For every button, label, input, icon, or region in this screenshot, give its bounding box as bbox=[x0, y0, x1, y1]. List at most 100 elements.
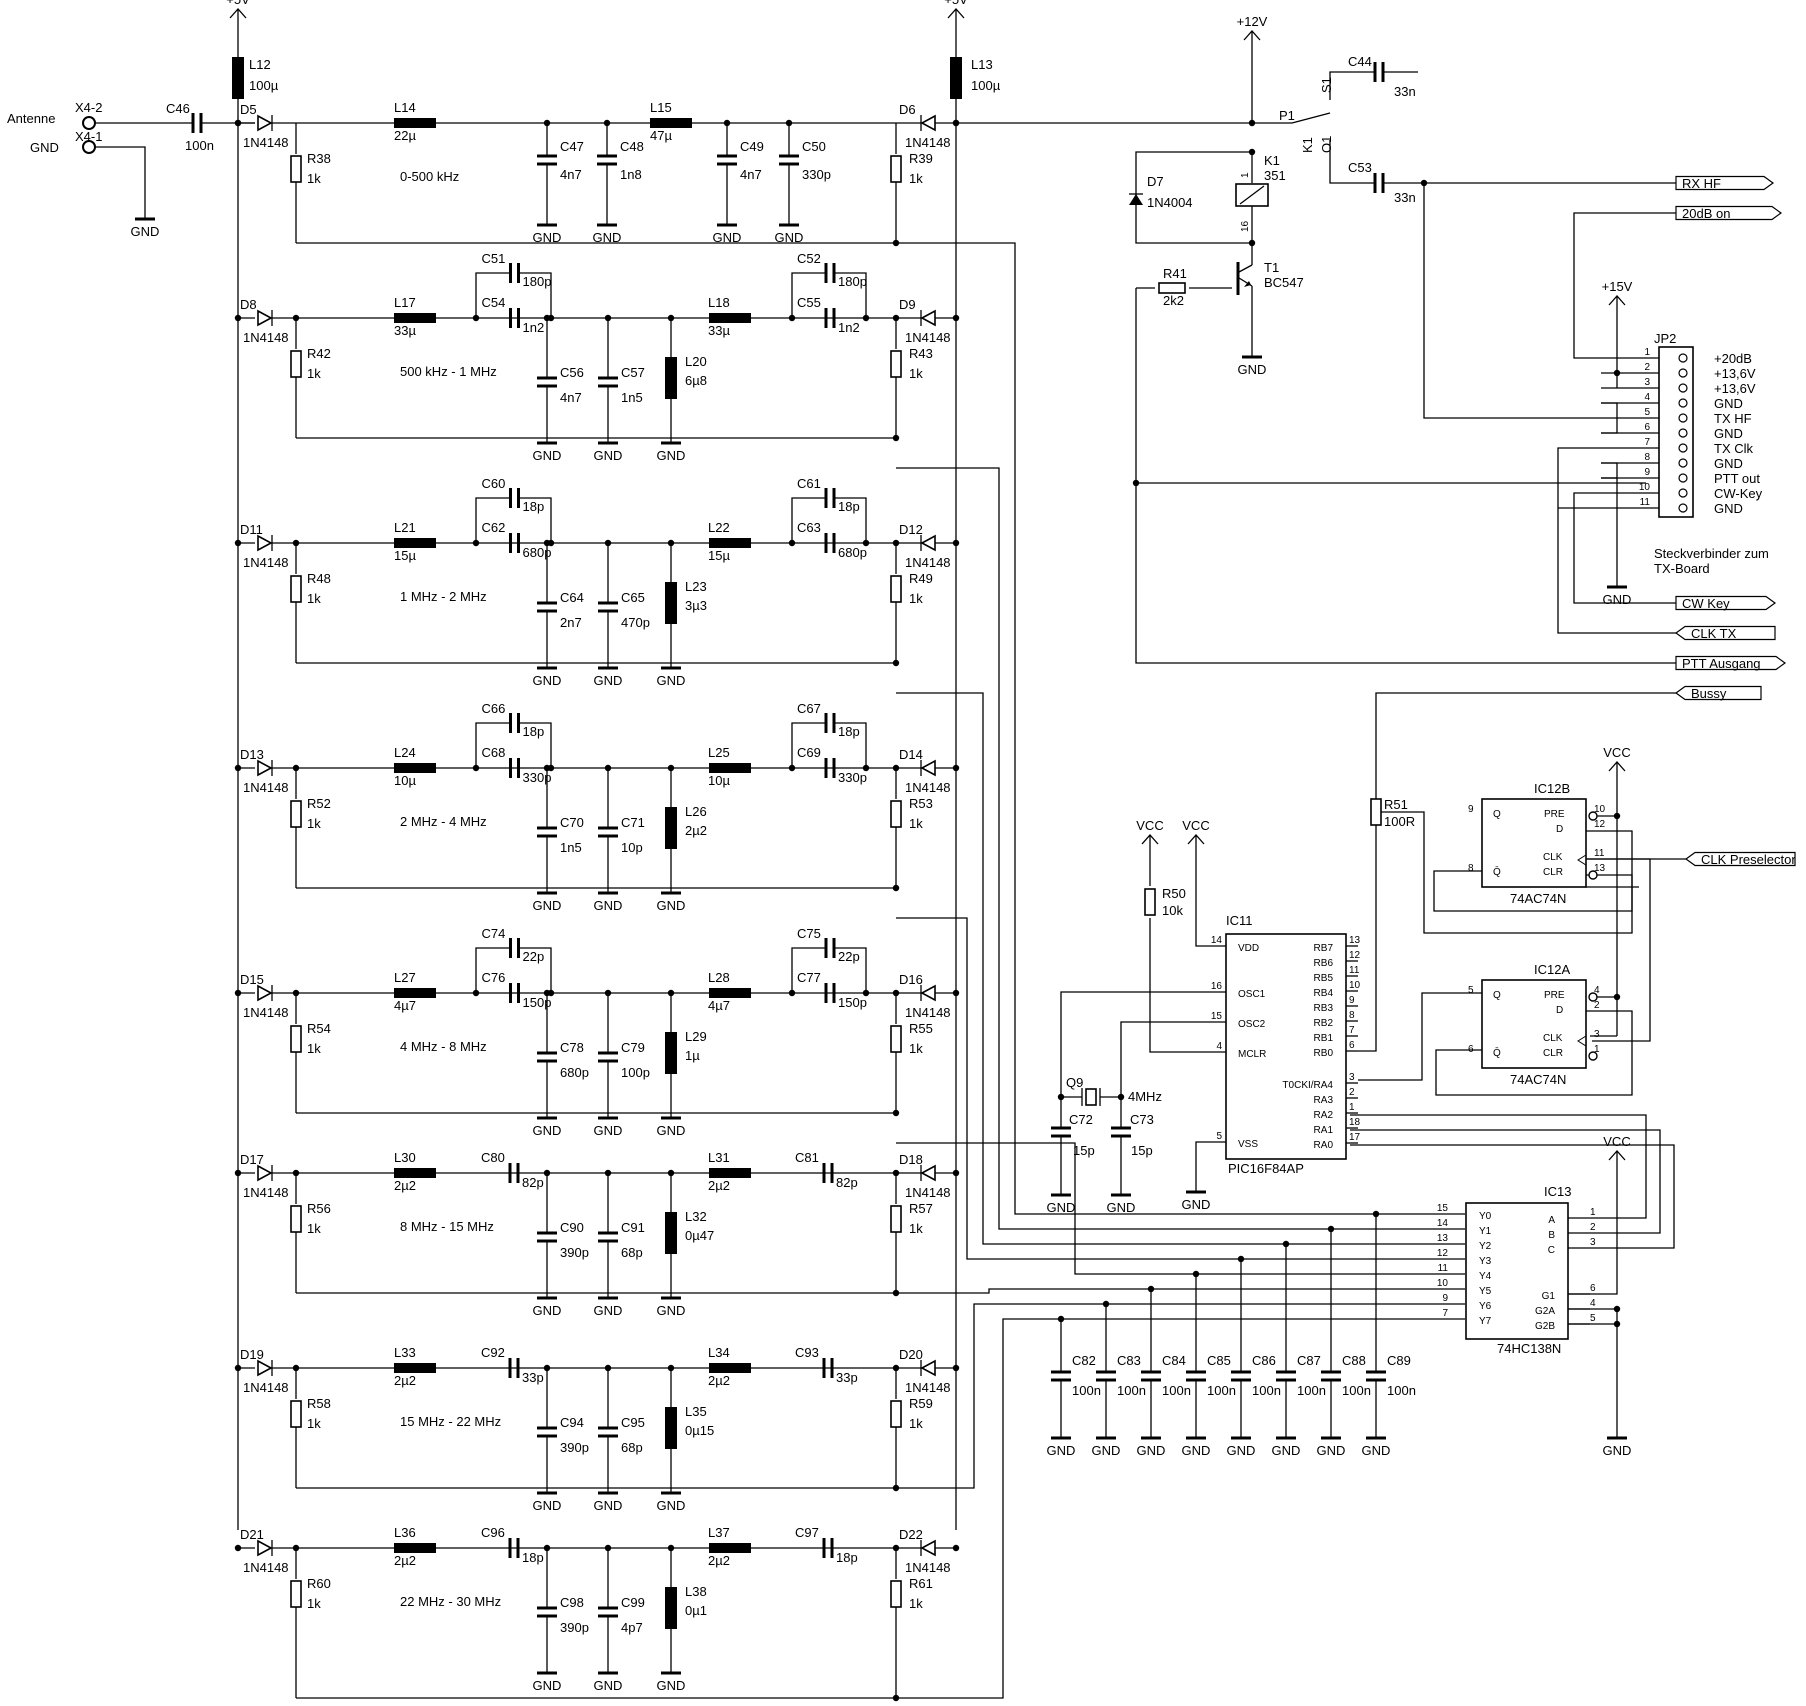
ic12b-flipflop-pin-label: CLR bbox=[1543, 867, 1563, 878]
band-2-cb1-value: 680p bbox=[523, 545, 552, 560]
band-6-rr-label: R59 bbox=[909, 1396, 933, 1411]
band-7-rr-value: 1k bbox=[909, 1596, 923, 1611]
band-0-c2-label: C48 bbox=[620, 139, 644, 154]
ic11-pin-number: 14 bbox=[1211, 935, 1223, 946]
wire bbox=[1376, 811, 1633, 934]
junction-dot bbox=[785, 119, 793, 127]
wire bbox=[834, 947, 867, 993]
band-5-cg1-value: 390p bbox=[560, 1245, 589, 1260]
jp2-pin-label: GND bbox=[1714, 456, 1743, 471]
band-7-din-type: 1N4148 bbox=[243, 1560, 289, 1575]
band-3-cb2-value: 330p bbox=[838, 770, 867, 785]
junction-dot bbox=[234, 989, 242, 997]
band-0-c3-value: 4n7 bbox=[740, 167, 762, 182]
ground-label: GND bbox=[594, 673, 623, 688]
junction-dot bbox=[892, 1289, 900, 1297]
band-2-inductor-b bbox=[709, 538, 751, 548]
band-3-range-label: 2 MHz - 4 MHz bbox=[400, 814, 487, 829]
band-5-dout-type: 1N4148 bbox=[905, 1185, 951, 1200]
ground-label: GND bbox=[1272, 1443, 1301, 1458]
junction-dot bbox=[892, 884, 900, 892]
c46-value: 100n bbox=[185, 138, 214, 153]
band-7-output-diode bbox=[920, 1539, 936, 1557]
ic11-pin-label: MCLR bbox=[1238, 1049, 1266, 1060]
wire bbox=[1350, 1144, 1675, 1249]
band-4-bias-resistor-right bbox=[890, 1025, 902, 1053]
band-0-rl-value: 1k bbox=[307, 171, 321, 186]
band-3-shunt-inductor bbox=[665, 807, 677, 849]
band-4-range-label: 4 MHz - 8 MHz bbox=[400, 1039, 487, 1054]
junction-dot bbox=[667, 314, 675, 322]
vcc-pic bbox=[1187, 834, 1205, 845]
d7-value: 1N4004 bbox=[1147, 195, 1193, 210]
ic13-input-label: C bbox=[1548, 1245, 1555, 1256]
ic12a-flipflop-pin-label: CLR bbox=[1543, 1048, 1563, 1059]
junction-dot bbox=[1192, 1270, 1200, 1278]
ic12b-flipflop-pin-label: Q bbox=[1493, 809, 1501, 820]
junction-dot bbox=[604, 1364, 612, 1372]
r50-value: 10k bbox=[1162, 903, 1183, 918]
r41-value: 2k2 bbox=[1163, 293, 1184, 308]
ic13-pin-number: 7 bbox=[1442, 1308, 1448, 1319]
ic11-pin-label: RA0 bbox=[1314, 1140, 1334, 1151]
junction-dot bbox=[892, 1544, 900, 1552]
jp2-connector-body bbox=[1658, 346, 1694, 518]
band-1-rl-label: R42 bbox=[307, 346, 331, 361]
wire bbox=[1358, 720, 1377, 1052]
jp2-caption-line-1: Steckverbinder zum bbox=[1654, 546, 1769, 561]
clk-tx-port bbox=[1674, 625, 1776, 641]
band-4-ct1-value: 22p bbox=[523, 949, 545, 964]
k1-pin16-label: 16 bbox=[1240, 220, 1251, 232]
band-1-lb-label: L18 bbox=[708, 295, 730, 310]
ic12b-flipflop-inverter-bubble bbox=[1588, 870, 1598, 880]
band-5-input-diode bbox=[257, 1164, 273, 1182]
jp2-pin-number: 2 bbox=[1644, 362, 1650, 373]
ground-label: GND bbox=[657, 898, 686, 913]
band-6-inductor-a bbox=[394, 1363, 436, 1373]
jp2-pin-contact bbox=[1678, 368, 1688, 378]
jp2-pin-contact bbox=[1678, 443, 1688, 453]
band-4-dout-label: D16 bbox=[899, 972, 923, 987]
wire bbox=[1358, 992, 1482, 1081]
junction-dot bbox=[604, 764, 612, 772]
band-6-inductor-b bbox=[709, 1363, 751, 1373]
band-7-cs2-label: C97 bbox=[795, 1525, 819, 1540]
ic11-pin-label: RB0 bbox=[1314, 1048, 1334, 1059]
band-2-bias-resistor-right bbox=[890, 575, 902, 603]
band-1-bias-resistor-left bbox=[290, 350, 302, 378]
ic12b-flipflop-pin-label: PRE bbox=[1544, 809, 1565, 820]
l13-value: 100µ bbox=[971, 78, 1001, 93]
jp2-pin-contact bbox=[1678, 458, 1688, 468]
wire bbox=[475, 272, 511, 318]
jp2-pin-contact bbox=[1678, 428, 1688, 438]
ic13-output-label: Y2 bbox=[1479, 1241, 1492, 1252]
ic13-output-label: Y6 bbox=[1479, 1301, 1492, 1312]
ground-label: GND bbox=[1182, 1197, 1211, 1212]
junction-dot bbox=[952, 1544, 960, 1552]
band-0-range-label: 0-500 kHz bbox=[400, 169, 459, 184]
wire bbox=[1568, 1308, 1618, 1426]
band-4-ct2-value: 22p bbox=[838, 949, 860, 964]
jp2-pin-number: 6 bbox=[1644, 422, 1650, 433]
ic11-pin-number: 12 bbox=[1349, 950, 1361, 961]
junction-dot bbox=[892, 1364, 900, 1372]
decoupling-0-value: 100n bbox=[1072, 1383, 1101, 1398]
junction-dot bbox=[1420, 179, 1428, 187]
band-3-bias-resistor-right bbox=[890, 800, 902, 828]
band-0-output-diode bbox=[920, 114, 936, 132]
band-3-rl-value: 1k bbox=[307, 816, 321, 831]
ic13-output-label: Y5 bbox=[1479, 1286, 1492, 1297]
band-5-bias-resistor-left bbox=[290, 1205, 302, 1233]
band-3-rr-label: R53 bbox=[909, 796, 933, 811]
ground-label: GND bbox=[533, 673, 562, 688]
band-1-ct1-label: C51 bbox=[482, 251, 506, 266]
junction-dot bbox=[892, 1109, 900, 1117]
band-3-output-diode bbox=[920, 759, 936, 777]
band-4-cg2-label: C79 bbox=[621, 1040, 645, 1055]
ground-label: GND bbox=[1047, 1200, 1076, 1215]
wire bbox=[1568, 1168, 1618, 1295]
junction-dot bbox=[667, 1364, 675, 1372]
band-5-output-diode bbox=[920, 1164, 936, 1182]
ground-label: GND bbox=[657, 673, 686, 688]
